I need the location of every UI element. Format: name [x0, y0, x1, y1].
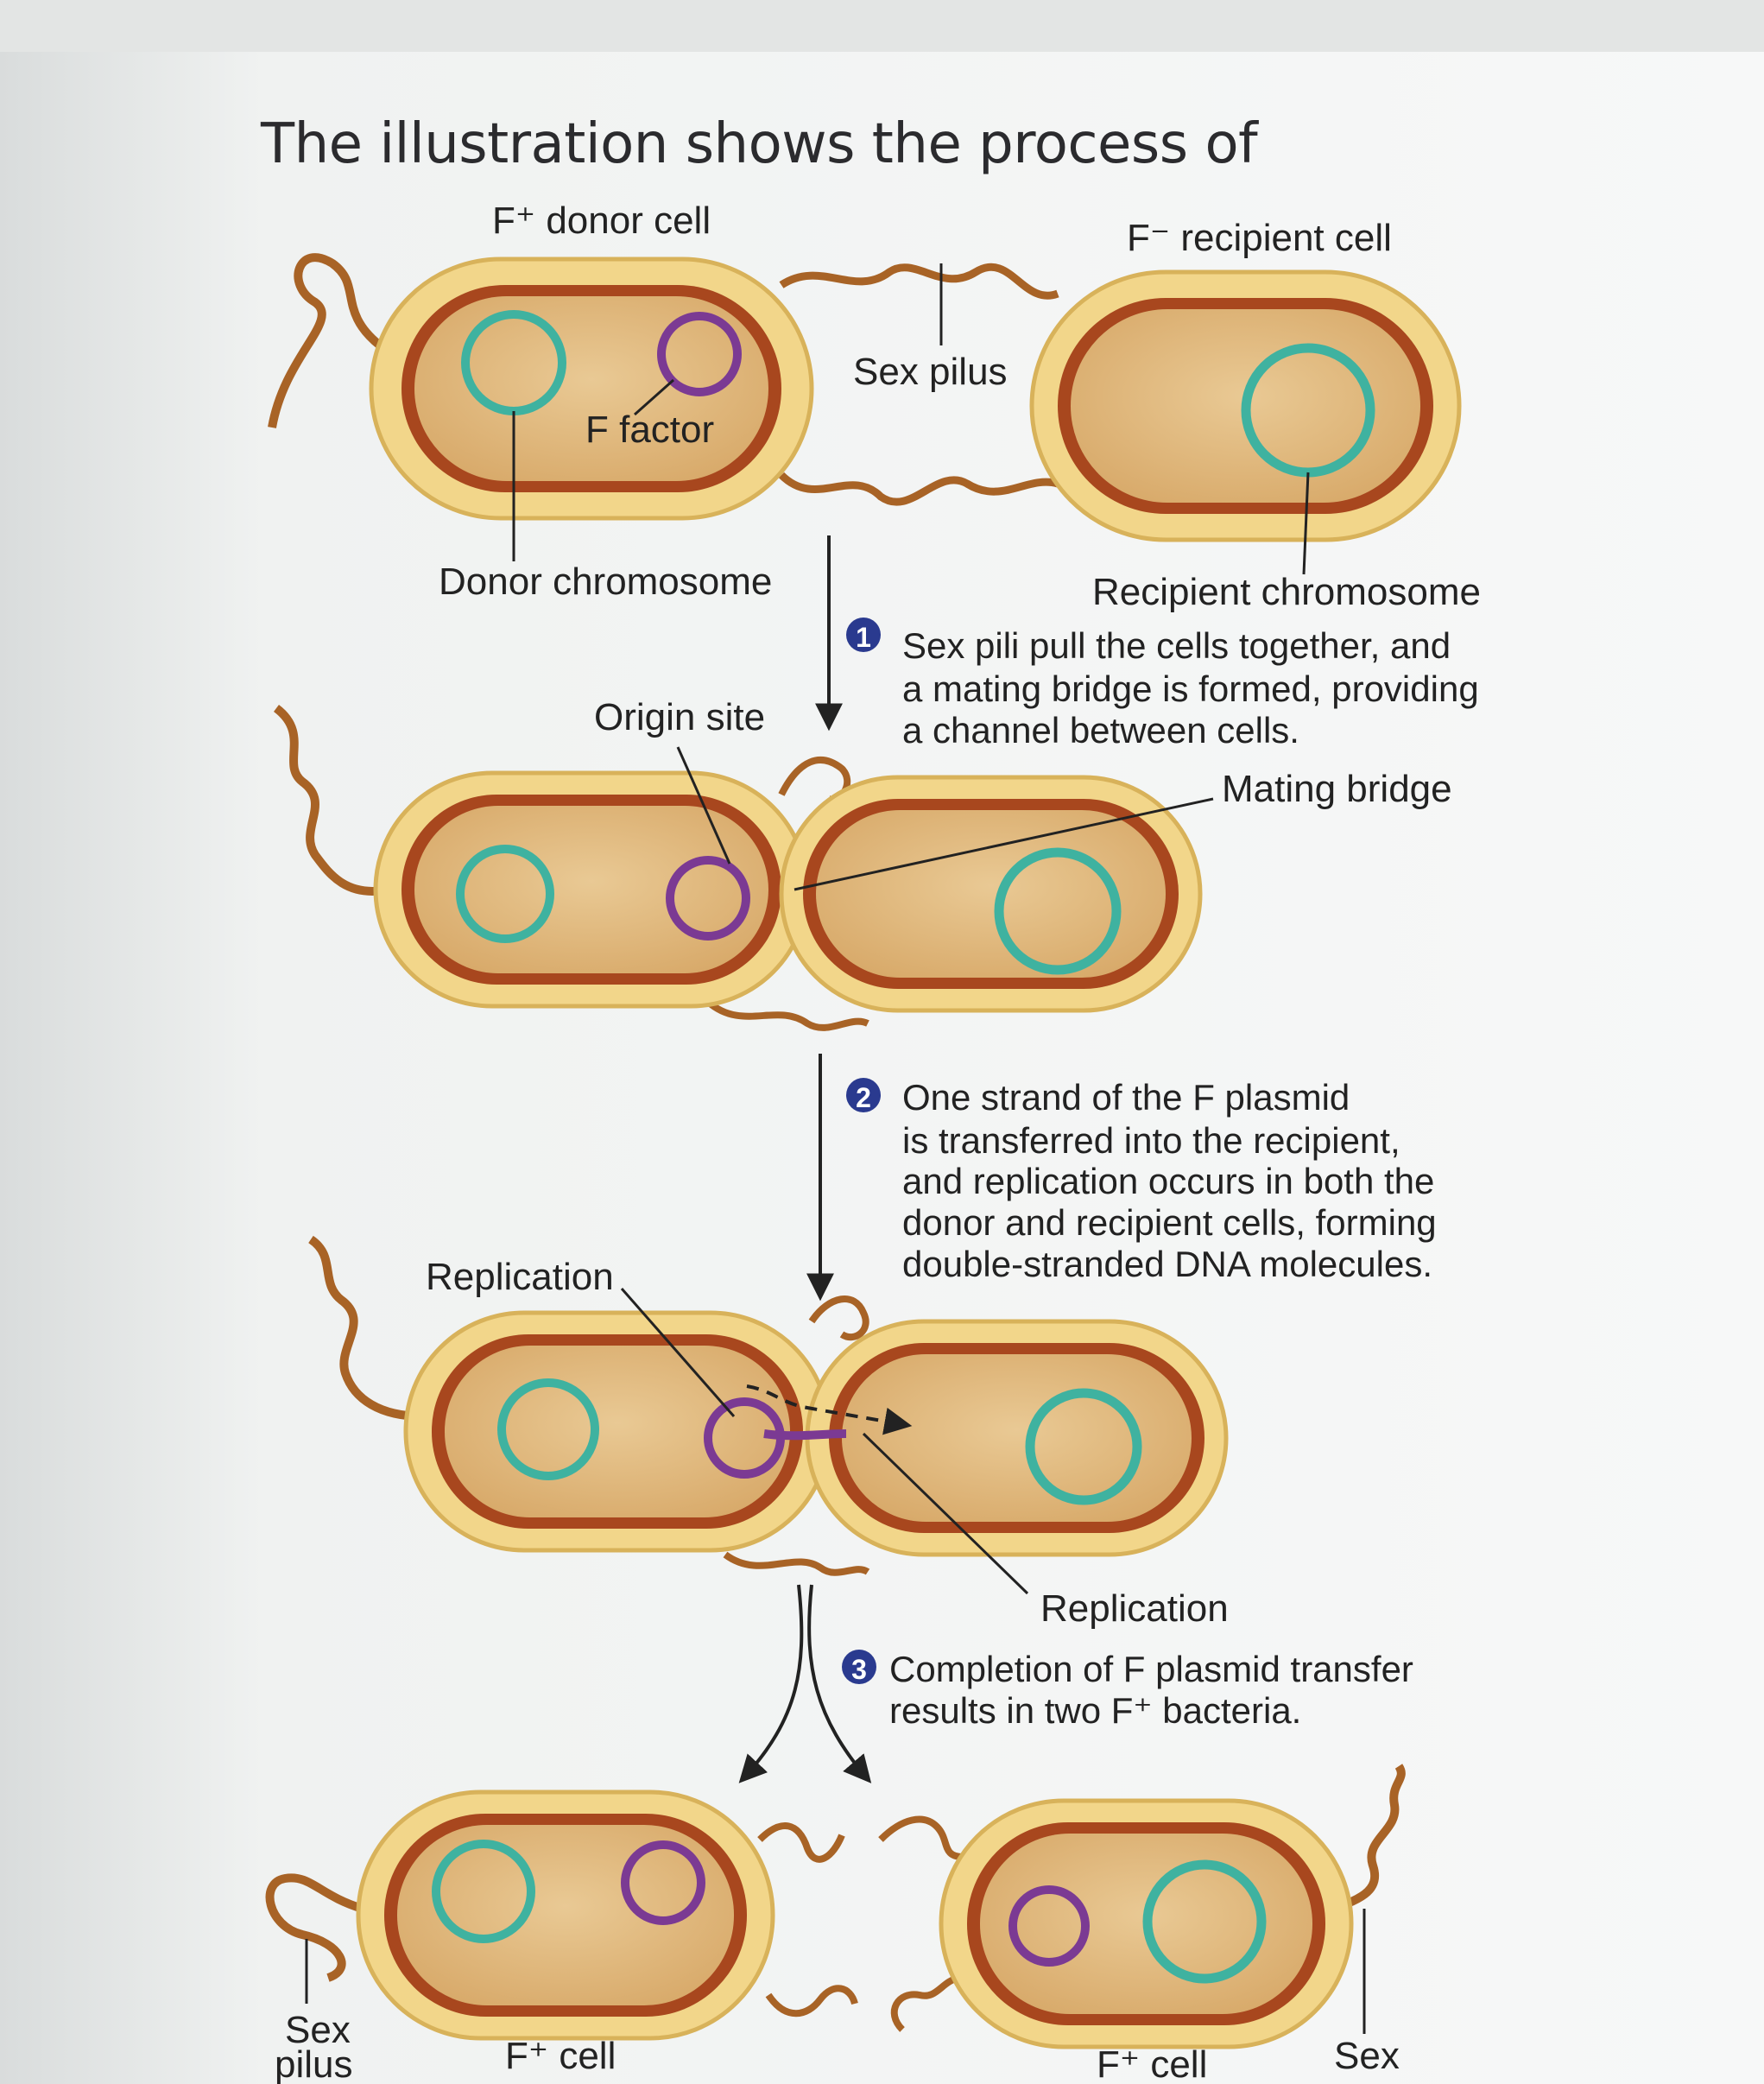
step2-line1: One strand of the F plasmid: [902, 1077, 1350, 1118]
sex-bottom-right-label: Sex: [1334, 2035, 1400, 2077]
recipient-chromosome-label: Recipient chromosome: [1092, 571, 1481, 613]
donor-cell: [369, 257, 814, 521]
step1-number: 1: [856, 622, 871, 653]
sex-pilus-bottom-label-line1: Sex: [285, 2009, 351, 2051]
step3-arrow-left: [738, 1584, 804, 1783]
sex-pilus-top: [779, 263, 1059, 300]
stage2-flagellum: [273, 705, 389, 896]
stage2-recipient-chromosome: [994, 847, 1122, 975]
step2-line4: donor and recipient cells, forming: [902, 1202, 1437, 1243]
left-cell-chromosome: [432, 1840, 535, 1943]
replication-dashes: [746, 1384, 913, 1435]
stage2-recipient-cell: [779, 775, 1203, 1013]
left-f-plus-flagellum: [265, 1873, 364, 1982]
replication-right-label: Replication: [1040, 1587, 1229, 1630]
stage3-recipient-chromosome: [1025, 1388, 1142, 1505]
stage2-pilus-bottom: [705, 998, 869, 1031]
step1-badge: [846, 618, 881, 652]
right-f-plus-flagellum: [1319, 1764, 1406, 1917]
step2-badge: [846, 1078, 881, 1112]
stage3-donor-chromosome: [497, 1378, 599, 1480]
step3-line2: results in two F⁺ bacteria.: [889, 1690, 1301, 1731]
mating-bridge-label: Mating bridge: [1222, 768, 1452, 810]
stage3-recipient-cell: [805, 1319, 1229, 1557]
step2-line5: double-stranded DNA molecules.: [902, 1244, 1432, 1284]
f-factor-plasmid: [657, 312, 742, 396]
sex-pilus-label: Sex pilus: [853, 351, 1008, 393]
left-f-plus-cell: [356, 1789, 775, 2041]
step1-line1: Sex pili pull the cells together, and: [902, 625, 1451, 666]
stage3-pilus-top: [808, 1295, 869, 1341]
page-title: The illustration shows the process of: [261, 112, 1258, 176]
step3-arrow-right: [807, 1584, 872, 1783]
left-pilus-1: [757, 1822, 845, 1863]
f-factor-label: F factor: [585, 409, 714, 451]
stage2-donor-chromosome: [456, 845, 554, 943]
step1-line2: a mating bridge is formed, providing: [902, 668, 1479, 709]
step2-number: 2: [856, 1082, 871, 1113]
step3-line1: Completion of F plasmid transfer: [889, 1649, 1413, 1689]
donor-flagellum: [268, 253, 383, 428]
step3-badge: [842, 1650, 876, 1684]
left-pilus-2: [765, 1985, 858, 2017]
left-cell-plasmid: [621, 1840, 705, 1925]
f-plus-cell-left-label: F⁺ cell: [505, 2035, 616, 2077]
step1-line3: a channel between cells.: [902, 710, 1299, 751]
step2-line2: is transferred into the recipient,: [902, 1120, 1400, 1161]
stage3-flagellum: [307, 1235, 424, 1421]
right-pilus-1: [878, 1815, 964, 1860]
stage2-plasmid: [666, 856, 750, 941]
step2-line3: and replication occurs in both the: [902, 1161, 1434, 1201]
step3-number: 3: [851, 1654, 867, 1685]
donor-chromosome-label: Donor chromosome: [439, 561, 772, 603]
f-plus-cell-right-label: F⁺ cell: [1097, 2043, 1207, 2084]
sex-pilus-bottom-label-line2: pilus: [275, 2043, 353, 2084]
origin-site-label: Origin site: [594, 696, 765, 738]
sex-pilus-bottom: [778, 472, 1059, 506]
stage3-pilus-bottom: [723, 1551, 870, 1576]
donor-cell-label: F⁺ donor cell: [492, 200, 711, 242]
right-cell-plasmid: [1008, 1885, 1090, 1967]
replication-left-label: Replication: [426, 1256, 614, 1298]
right-pilus-2: [890, 1974, 960, 2032]
transferring-strand: [763, 1429, 847, 1441]
right-cell-chromosome: [1142, 1859, 1267, 1984]
recipient-cell-label: F⁻ recipient cell: [1127, 217, 1392, 259]
